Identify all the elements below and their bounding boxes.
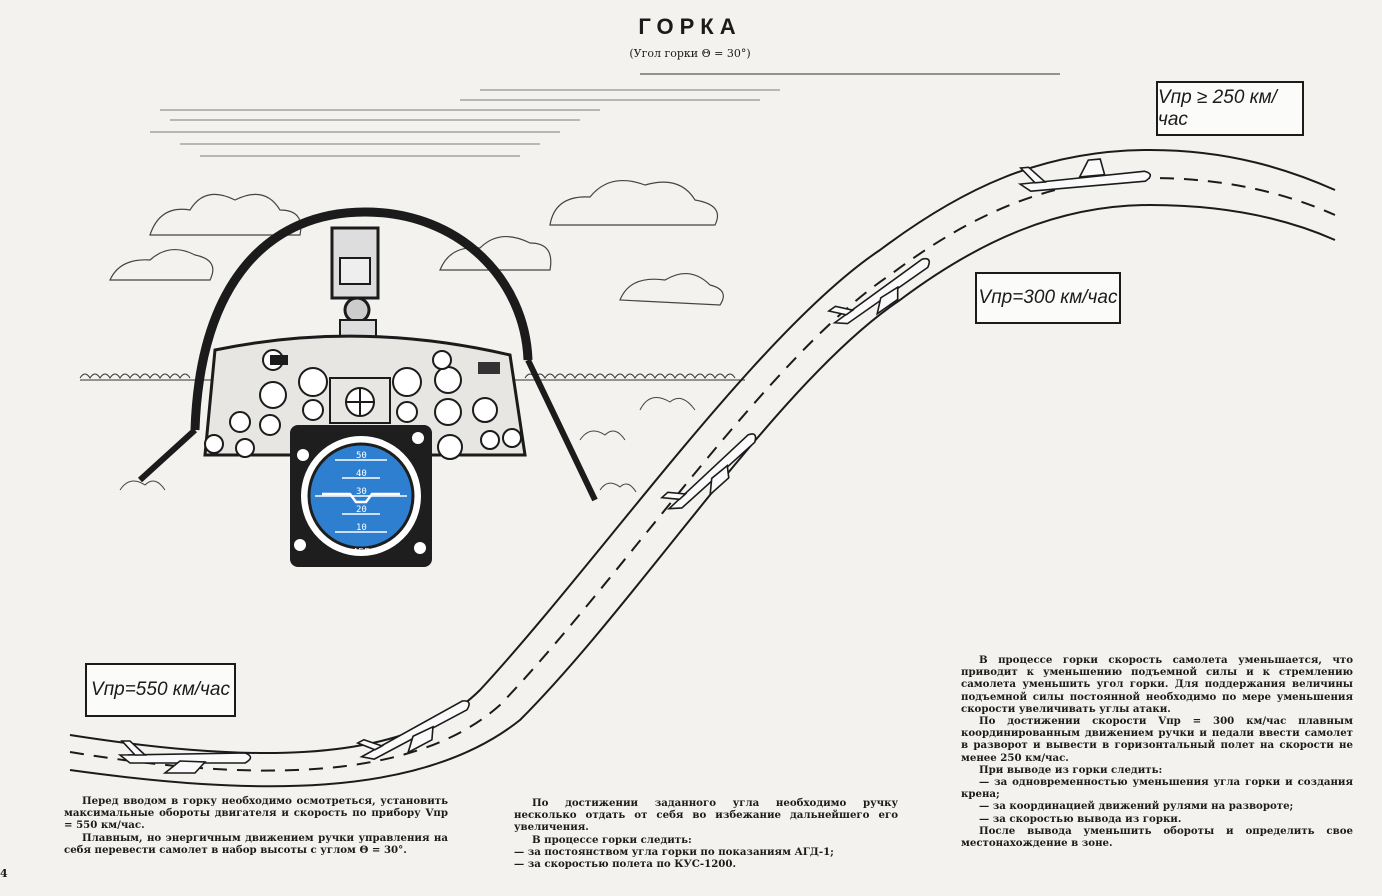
aircraft-climb-2 bbox=[826, 257, 930, 325]
text-block-recovery: В процессе горки скорость самолета умень… bbox=[961, 654, 1353, 849]
clouds bbox=[109, 179, 724, 306]
paragraph: При выводе из горки следить: bbox=[979, 763, 1163, 776]
paragraph: После вывода уменьшить обороты и определ… bbox=[961, 824, 1353, 850]
pitch-tick-40: 40 bbox=[356, 469, 367, 479]
pitch-tick-10: 10 bbox=[356, 523, 367, 533]
aircraft-recovery bbox=[1017, 158, 1152, 193]
paragraph: По достижении заданного угла необходимо … bbox=[514, 797, 898, 834]
instrument-label: АГД bbox=[353, 547, 370, 556]
paragraph: Плавным, но энергичным движением ручки у… bbox=[64, 831, 448, 856]
aircraft-level bbox=[117, 740, 252, 774]
page-title: ГОРКА bbox=[638, 14, 742, 39]
attitude-indicator: 50 40 30 20 10 АГД bbox=[290, 425, 432, 567]
canopy-frame bbox=[137, 207, 598, 502]
speed-label-300: Vпр=300 км/час bbox=[975, 272, 1121, 324]
text-block-entry: Перед вводом в горку необходимо осмотрет… bbox=[64, 795, 448, 856]
paragraph: — за одновременностью уменьшения угла го… bbox=[961, 776, 1353, 801]
pitch-tick-30: 30 bbox=[356, 487, 367, 497]
aircraft-sequence bbox=[117, 158, 1152, 774]
ground-scrub bbox=[119, 397, 696, 493]
paragraph: Перед вводом в горку необходимо осмотрет… bbox=[64, 795, 448, 832]
speed-label-550: Vпр=550 км/час bbox=[85, 663, 236, 717]
aircraft-pullup bbox=[355, 700, 470, 760]
paragraph: В процессе горки скорость самолета умень… bbox=[961, 654, 1353, 715]
sky-hatching bbox=[150, 89, 780, 157]
paragraph: — за скоростью вывода из горки. bbox=[979, 812, 1182, 825]
paragraph: По достижении скорости Vпр = 300 км/час … bbox=[961, 715, 1353, 764]
paragraph: — за скоростью полета по КУС-1200. bbox=[514, 858, 737, 871]
aircraft-climb-1 bbox=[659, 433, 757, 510]
text-block-climb: По достижении заданного угла необходимо … bbox=[514, 797, 898, 870]
paragraph: — за постоянством угла горки по показани… bbox=[514, 845, 834, 858]
paragraph: В процессе горки следить: bbox=[532, 833, 692, 846]
speed-label-250: Vпр ≥ 250 км/час bbox=[1156, 81, 1304, 136]
instrument-panel bbox=[203, 334, 527, 460]
flight-path bbox=[69, 148, 1336, 788]
page-subtitle: (Угол горки Θ = 30°) bbox=[629, 47, 751, 60]
page-number: 4 bbox=[0, 867, 8, 880]
paragraph: — за координацией движений рулями на раз… bbox=[979, 800, 1294, 813]
pitch-tick-20: 20 bbox=[356, 505, 367, 515]
pitch-tick-50: 50 bbox=[356, 451, 367, 461]
